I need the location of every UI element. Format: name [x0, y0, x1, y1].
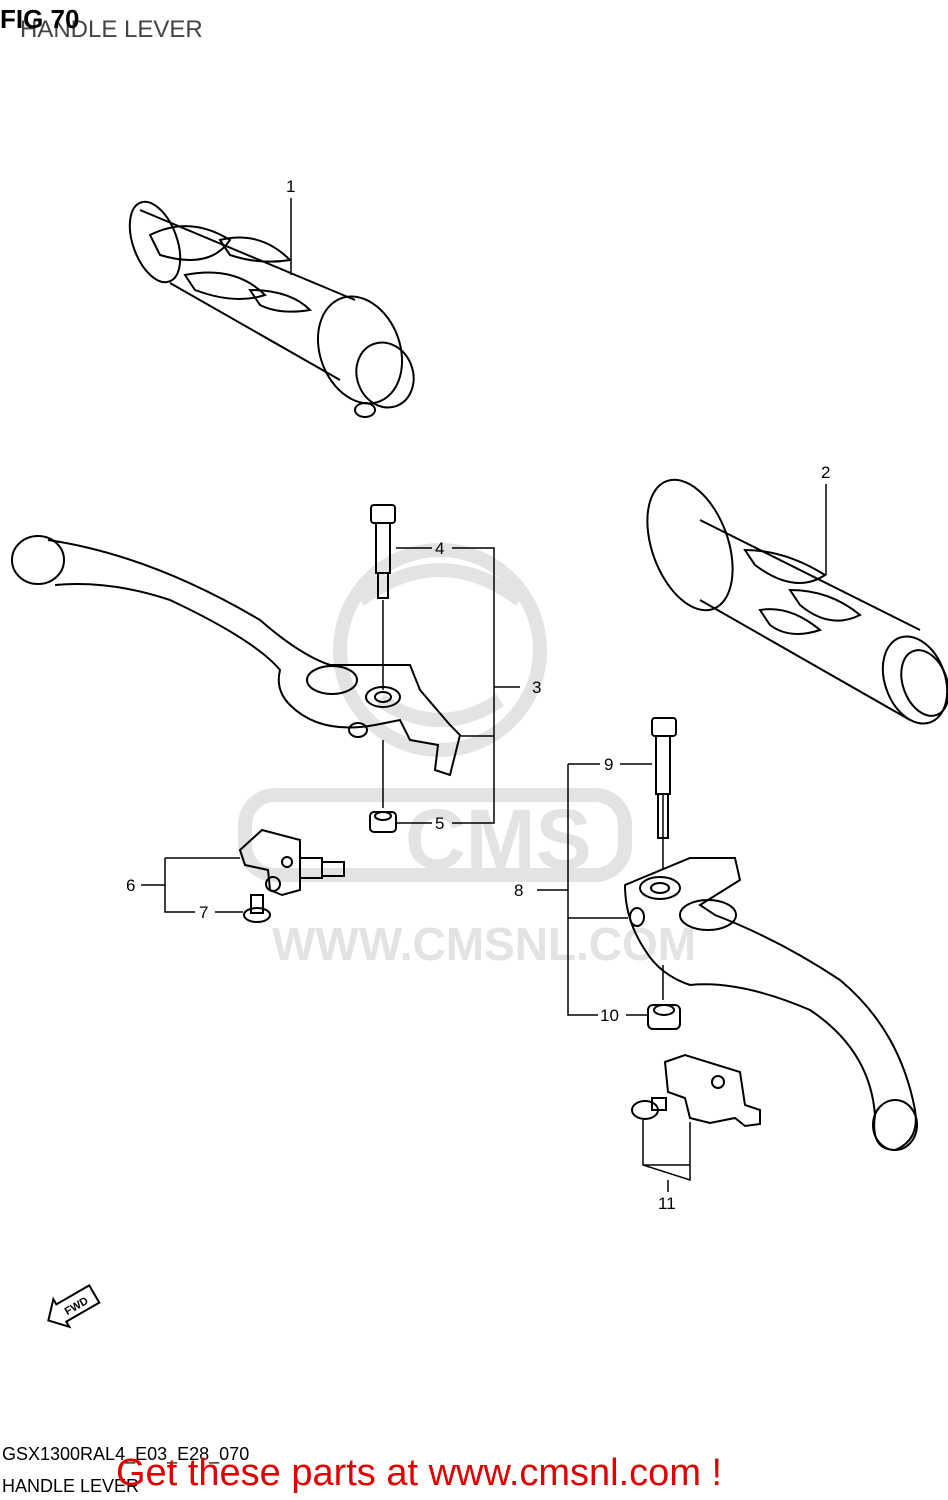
watermark-brand: CMS: [405, 792, 592, 886]
left-grip: [128, 200, 415, 418]
callout-9: 9: [604, 755, 613, 774]
nut-5: [369, 811, 397, 833]
promo-link[interactable]: Get these parts at www.cmsnl.com !: [116, 1452, 723, 1494]
fwd-arrow: [47, 1283, 101, 1329]
bolt-9: [651, 717, 677, 839]
callout-2: 2: [821, 463, 830, 482]
nut-10: [647, 1004, 681, 1030]
figure-title: HANDLE LEVER: [20, 16, 203, 43]
callout-1: 1: [286, 177, 295, 196]
front-brake-switch: [238, 828, 345, 897]
screw-7: [243, 894, 271, 923]
cms-watermark: [238, 543, 632, 882]
callout-4: 4: [435, 539, 444, 558]
figure-label: FIG 70: [0, 4, 80, 34]
clutch-lever: [623, 857, 918, 1152]
clutch-switch: [631, 1053, 761, 1128]
callout-6: 6: [126, 876, 135, 895]
right-grip: [646, 478, 948, 725]
callout-10: 10: [600, 1006, 619, 1025]
callout-7: 7: [199, 903, 208, 922]
footer-title: HANDLE LEVER: [2, 1476, 140, 1496]
leader-lines: [141, 198, 827, 1192]
callout-5: 5: [435, 814, 444, 833]
callout-3: 3: [532, 678, 541, 697]
watermark-url: WWW.CMSNL.COM: [272, 918, 696, 970]
brake-lever: [11, 535, 462, 777]
model-code: GSX1300RAL4_E03_E28_070: [2, 1444, 250, 1464]
callout-11: 11: [658, 1194, 676, 1213]
bolt-4: [370, 504, 396, 599]
callout-8: 8: [514, 881, 523, 900]
